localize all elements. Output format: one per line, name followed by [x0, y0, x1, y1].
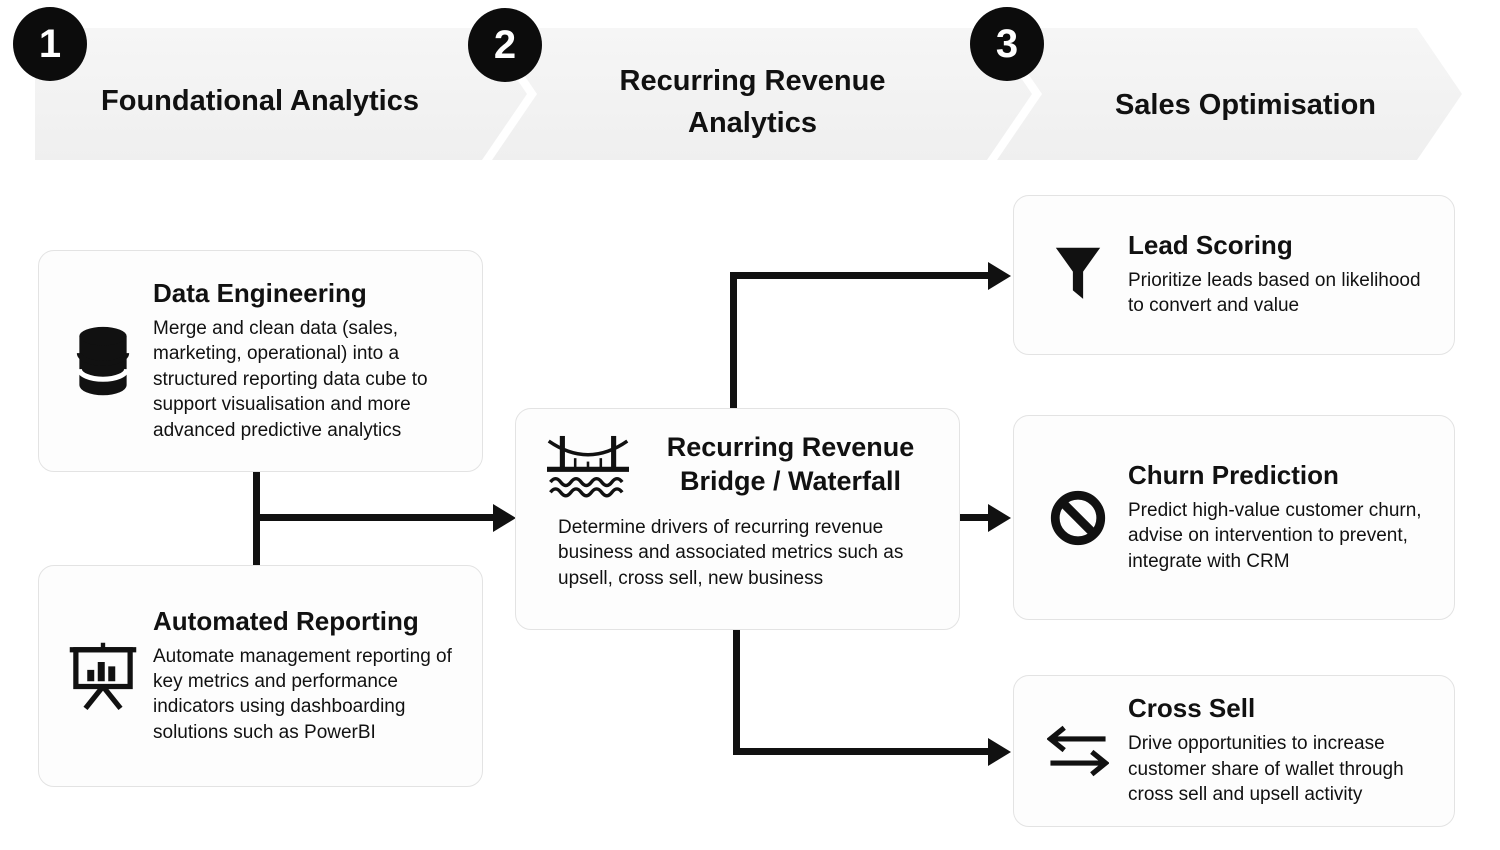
card-cross-sell: Cross Sell Drive opportunities to increa… [1013, 675, 1455, 827]
card-body: Merge and clean data (sales, marketing, … [153, 317, 428, 441]
phase-title-foundational-analytics: Foundational Analytics [101, 85, 419, 117]
card-title: Lead Scoring [1128, 230, 1293, 261]
card-body: Determine drivers of recurring revenue b… [558, 517, 904, 589]
card-body: Prioritize leads based on likelihood to … [1128, 269, 1421, 317]
presentation-chart-icon [53, 641, 153, 711]
connector-bridge-down-vertical [733, 628, 740, 755]
bridge-icon [546, 429, 630, 501]
card-title: Churn Prediction [1128, 459, 1339, 490]
funnel-icon [1028, 246, 1128, 304]
card-recurring-revenue-bridge: Recurring Revenue Bridge / Waterfall Det… [515, 408, 960, 630]
connector-bridge-up-vertical [730, 272, 737, 410]
card-title: Automated Reporting [153, 605, 419, 636]
phase-banner-3 [997, 28, 1462, 160]
card-title: Recurring Revenue Bridge / Waterfall [666, 432, 915, 496]
phase-number-badge-1: 1 [13, 7, 87, 81]
phase-number-badge-3: 3 [970, 7, 1044, 81]
phase-number: 2 [493, 22, 517, 67]
phase-banner-2 [492, 28, 1032, 160]
arrowhead-to-cross-sell-icon [988, 738, 1011, 766]
arrowhead-to-bridge-icon [493, 504, 516, 532]
connector-to-lead-scoring [730, 272, 990, 279]
connector-left-to-bridge [253, 514, 495, 521]
phase-title-recurring-revenue-analytics: Recurring Revenue Analytics [619, 65, 886, 140]
card-body: Automate management reporting of key met… [153, 645, 452, 743]
card-churn-prediction: Churn Prediction Predict high-value cust… [1013, 415, 1455, 620]
swap-arrows-icon [1028, 724, 1128, 778]
card-body: Predict high-value customer churn, advis… [1128, 499, 1422, 572]
card-title: Cross Sell [1128, 693, 1256, 724]
card-title: Data Engineering [153, 277, 367, 308]
card-body: Drive opportunities to increase customer… [1128, 733, 1404, 806]
arrowhead-to-churn-prediction-icon [988, 504, 1011, 532]
phase-number-badge-2: 2 [468, 8, 542, 82]
connector-to-cross-sell [733, 748, 990, 755]
connector-to-churn-prediction [958, 514, 990, 521]
card-data-engineering: Data Engineering Merge and clean data (s… [38, 250, 483, 472]
phase-number: 3 [995, 21, 1019, 66]
no-entry-icon [1028, 490, 1128, 546]
arrowhead-to-lead-scoring-icon [988, 262, 1011, 290]
phase-banner-1 [35, 28, 527, 160]
card-automated-reporting: Automated Reporting Automate management … [38, 565, 483, 787]
card-lead-scoring: Lead Scoring Prioritize leads based on l… [1013, 195, 1455, 355]
phase-number: 1 [38, 21, 62, 66]
phase-title-sales-optimisation: Sales Optimisation [1114, 89, 1377, 121]
database-icon [53, 326, 153, 397]
